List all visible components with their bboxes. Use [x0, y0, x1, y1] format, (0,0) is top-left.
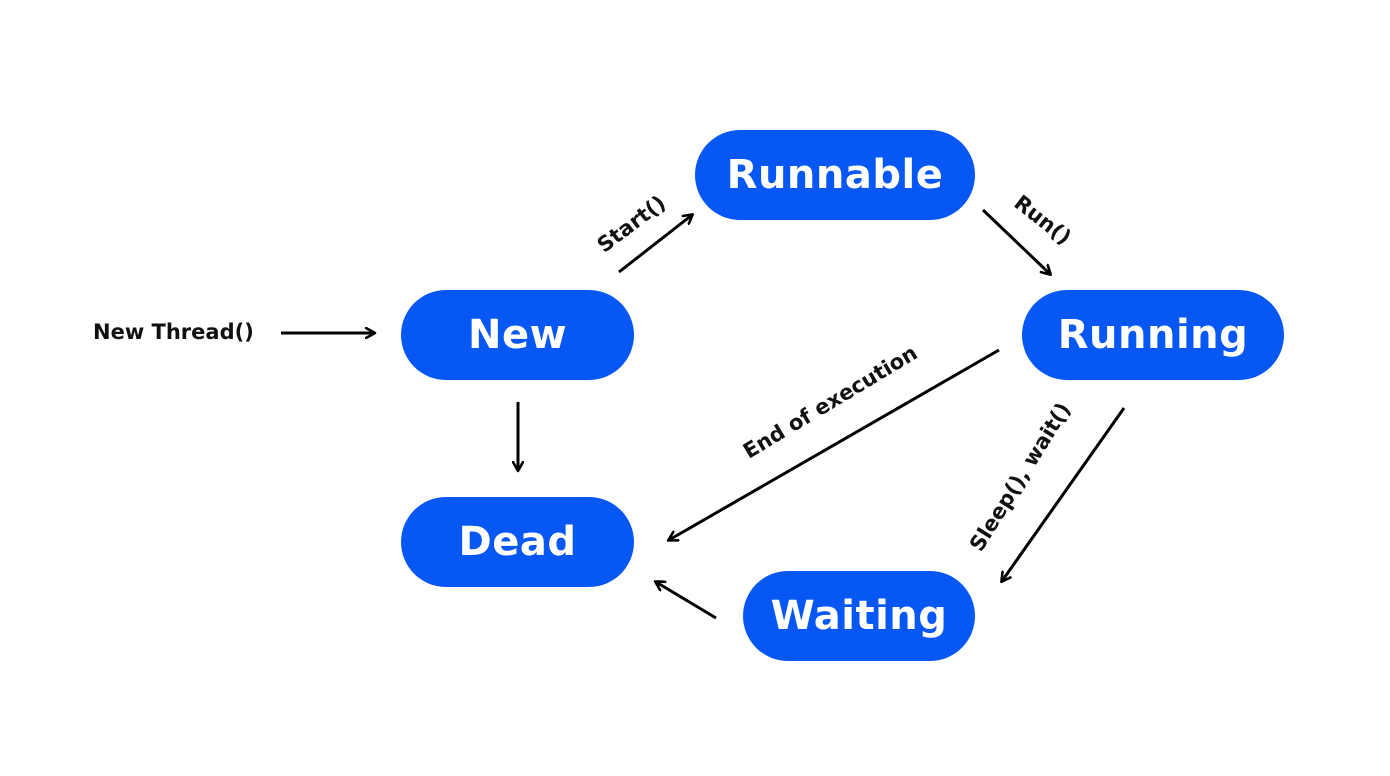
- arrow-new-to-runnable: [618, 215, 692, 274]
- edge-label-new-thread: New Thread(): [93, 320, 254, 344]
- state-new-label: New: [467, 312, 568, 358]
- state-running: Running: [1022, 290, 1284, 380]
- arrow-runnable-to-running: [981, 208, 1050, 274]
- state-waiting-label: Waiting: [770, 593, 948, 639]
- arrow-running-to-dead: [669, 348, 1000, 540]
- state-runnable-label: Runnable: [726, 152, 944, 198]
- state-waiting: Waiting: [743, 571, 975, 661]
- state-dead-label: Dead: [458, 519, 577, 565]
- arrow-running-to-waiting: [1002, 407, 1126, 581]
- state-new: New: [401, 290, 634, 380]
- state-runnable: Runnable: [695, 130, 975, 220]
- arrow-waiting-to-dead: [656, 582, 717, 620]
- state-dead: Dead: [401, 497, 634, 587]
- state-running-label: Running: [1057, 312, 1249, 358]
